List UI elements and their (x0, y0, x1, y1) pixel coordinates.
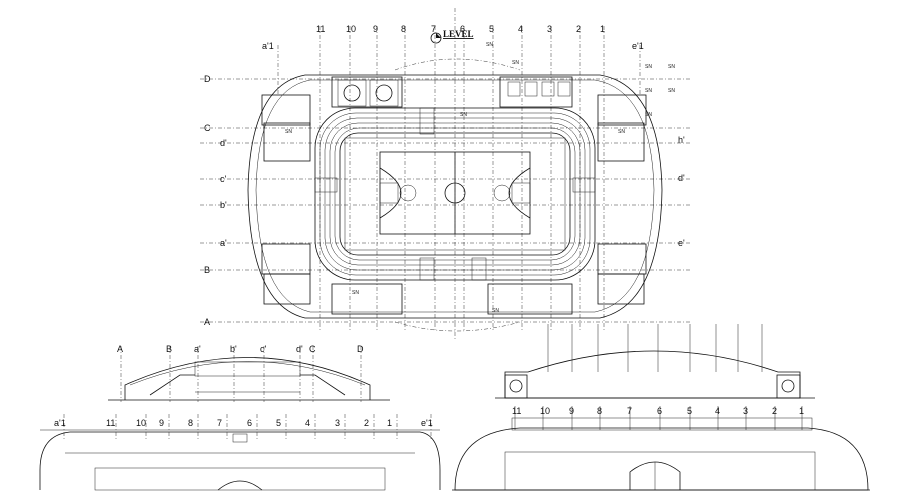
rear-elevation-grid-lines (514, 406, 803, 430)
rear-elevation-grid-label: 5 (687, 406, 692, 416)
sn-tag: SN (486, 42, 493, 48)
rear-elevation-grid-label: 7 (627, 406, 632, 416)
sn-tag: SN (618, 129, 625, 135)
plan-grid-label-top: 5 (489, 24, 494, 34)
section-grid-label: A (117, 344, 123, 354)
rear-elevation-grid-label: 6 (657, 406, 662, 416)
section-grid-label: B (166, 344, 172, 354)
plan-grid-label-left: b' (220, 200, 227, 210)
front-elevation-grid-lines (63, 414, 432, 440)
roof-outline-bottom (394, 321, 521, 332)
section-grid-label: c' (260, 344, 267, 354)
side-elevation (495, 324, 815, 399)
front-elevation-grid-label: 7 (217, 418, 222, 428)
rear-elevation-grid-label: 2 (772, 406, 777, 416)
section-grid-label: D (357, 344, 364, 354)
sn-tag: SN (352, 290, 359, 296)
plan-grid-label-left: D (204, 74, 211, 84)
sn-tag: SN (645, 112, 652, 118)
rear-elevation-grid-label: 10 (540, 406, 550, 416)
plan-grid-label-left: A (204, 317, 210, 327)
plan-grid-label-top: 1 (600, 24, 605, 34)
plan-grid-label-top: 6 (460, 24, 465, 34)
front-elevation-grid-label: 4 (305, 418, 310, 428)
sn-tag: SN (492, 308, 499, 314)
sn-tag: SN (285, 129, 292, 135)
section-grid-label: a' (194, 344, 201, 354)
stadium-outer-outline (247, 74, 663, 319)
front-elevation-grid-label: e'1 (421, 418, 433, 428)
section-grid-label: b' (230, 344, 237, 354)
plan-grid-label-top: 10 (346, 24, 356, 34)
section-grid-lines (120, 346, 362, 402)
plan-grid-label-right: d' (678, 173, 685, 183)
side-elevation-grid-lines (547, 324, 763, 372)
arena-floor (344, 137, 566, 251)
level-label: LEVEL (443, 29, 474, 39)
front-elevation-grid-label: 8 (188, 418, 193, 428)
front-elevation-grid-label: 9 (159, 418, 164, 428)
plan-grid-labels-right: h' d' e' (678, 135, 685, 248)
front-elevation-grid-label: 10 (136, 418, 146, 428)
rear-elevation: 11 10 9 8 7 6 5 4 3 2 1 (452, 406, 870, 491)
plan-grid-label-right: h' (678, 135, 685, 145)
front-elevation-grid-label: 1 (387, 418, 392, 428)
sn-tag: SN (512, 60, 519, 66)
roof-outline-top (394, 58, 521, 71)
plan-grid-label-top: 8 (401, 24, 406, 34)
front-elevation-grid-label: 3 (335, 418, 340, 428)
plan-grid-label-top: 9 (373, 24, 378, 34)
rear-elevation-grid-label: 9 (569, 406, 574, 416)
service-rooms (261, 76, 647, 315)
sn-tag: SN (645, 88, 652, 94)
front-elevation-grid-label: 5 (276, 418, 281, 428)
plan-grid-label-top: 4 (518, 24, 523, 34)
plan-grid-labels-top: 11 10 9 8 7 6 5 4 3 2 1 (316, 24, 605, 34)
front-elevation-grid-label: 2 (364, 418, 369, 428)
rear-elevation-grid-label: 3 (743, 406, 748, 416)
front-elevation: a'1 11 10 9 8 7 6 5 4 3 2 1 e'1 (39, 414, 441, 491)
plan-grid-labels-left: D Cd' c' b' a' B A (204, 74, 227, 327)
rear-elevation-grid-label: 1 (799, 406, 804, 416)
stadium-inner-outline (255, 79, 655, 313)
section-grid-label: C (309, 344, 316, 354)
front-elevation-grid-label: 6 (247, 418, 252, 428)
front-elevation-grid-label: 11 (106, 418, 115, 428)
rear-elevation-grid-label: 11 (512, 406, 521, 416)
rear-elevation-grid-label: 8 (597, 406, 602, 416)
sn-tag: SN (668, 88, 675, 94)
plan-grid-label-left: c' (220, 174, 227, 184)
grid-label-corner-right: e'1 (632, 41, 644, 51)
grid-label-corner-left: a'1 (262, 41, 274, 51)
stair-blocks (314, 107, 596, 281)
plan-grid-label-left: d' (220, 138, 227, 148)
plan-grid-label-top: 11 (316, 24, 325, 34)
plan-grid-label-right: e' (678, 238, 685, 248)
plan-grid-label-left: B (204, 265, 210, 275)
front-elevation-grid-label: a'1 (54, 418, 66, 428)
sn-tag: SN (668, 64, 675, 70)
plan-grid-label-left: C (204, 123, 211, 133)
sn-tag: SN (645, 64, 652, 70)
plan-grid-label-top: 2 (576, 24, 581, 34)
plan-grid-label-top: 7 (431, 24, 436, 34)
front-elevation-grid-labels: a'1 11 10 9 8 7 6 5 4 3 2 1 e'1 (54, 418, 433, 428)
section-grid-label: d' (296, 344, 303, 354)
sn-tag: SN (460, 112, 467, 118)
plan-horizontal-grid-lines (200, 78, 690, 323)
rear-elevation-grid-label: 4 (715, 406, 720, 416)
plan-grid-label-top: 3 (547, 24, 552, 34)
floor-plan: LEVEL SN SN SN SN SN SN SN SN SN SN SN S… (200, 8, 690, 340)
rear-elevation-grid-labels: 11 10 9 8 7 6 5 4 3 2 1 (512, 406, 804, 416)
plan-grid-label-left: a' (220, 238, 227, 248)
